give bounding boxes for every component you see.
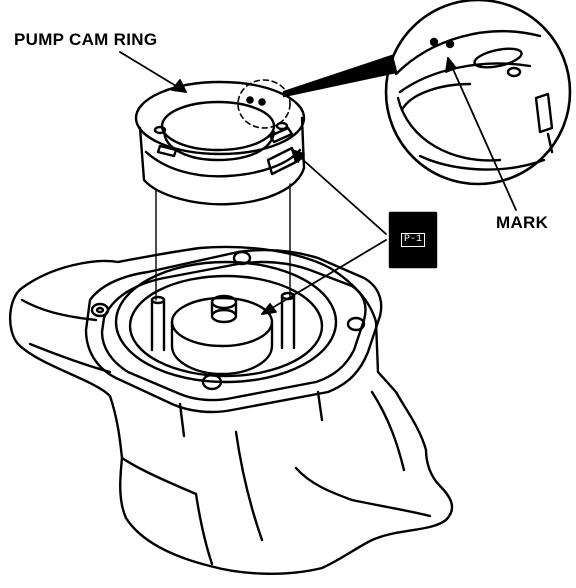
badge-square-icon — [388, 211, 438, 269]
mark-label: MARK — [496, 213, 549, 232]
leader-mark — [447, 57, 517, 211]
badge-text: P-1 — [400, 233, 425, 247]
badge-label: P-1 — [390, 213, 436, 267]
pump-housing — [8, 245, 454, 575]
detail-magnifier — [282, 0, 572, 186]
leader-arrows — [119, 51, 517, 315]
leader-badge-ring — [291, 149, 387, 235]
leader-badge-body — [261, 239, 387, 315]
pump-cam-ring — [134, 79, 306, 206]
alignment-lines — [155, 183, 291, 301]
pump-cam-ring-label: PUMP CAM RING — [14, 30, 158, 49]
